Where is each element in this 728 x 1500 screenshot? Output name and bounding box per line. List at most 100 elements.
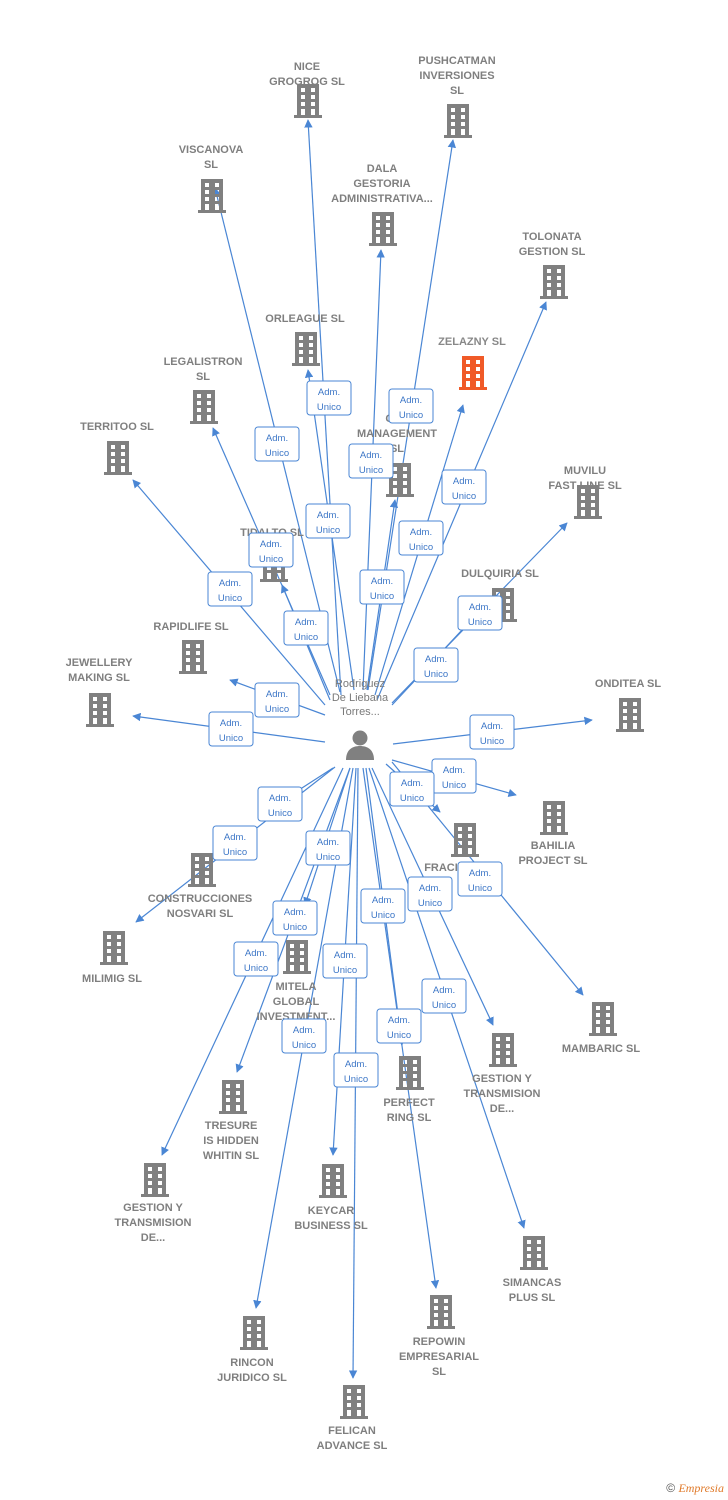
role-badge[interactable]: Adm.Unico (254, 426, 300, 462)
center-person-node[interactable]: Rodriguez De Liebana Torres... (332, 678, 389, 760)
company-label-dala-gestoria: ADMINISTRATIVA... (331, 193, 433, 205)
building-icon (340, 1385, 368, 1419)
company-label-viscanova: VISCANOVA (179, 144, 244, 156)
role-badge[interactable]: Adm.Unico (333, 1052, 379, 1088)
role-badge[interactable]: Adm.Unico (322, 943, 368, 979)
role-badge[interactable]: Adm.Unico (254, 682, 300, 718)
role-badge-box (388, 388, 434, 424)
company-node-territoo[interactable]: TERRITOO SL (80, 421, 154, 475)
role-badge-text: Unico (268, 808, 292, 819)
company-node-fraci[interactable]: FRACI (424, 823, 479, 874)
role-badge[interactable]: Adm.Unico (306, 380, 352, 416)
company-node-mitela[interactable]: MITELAGLOBALINVESTMENT... (257, 940, 336, 1023)
role-badge[interactable]: Adm.Unico (348, 443, 394, 479)
company-label-pushcatman: SL (450, 85, 464, 97)
role-badge[interactable]: Adm.Unico (457, 861, 503, 897)
role-badge[interactable]: Adm.Unico (283, 610, 329, 646)
company-label-zelazny: ZELAZNY SL (438, 336, 506, 348)
company-label-simancas: PLUS SL (509, 1292, 556, 1304)
company-node-onditea[interactable]: ONDITEA SL (595, 678, 661, 732)
role-badge-text: Unico (387, 1030, 411, 1041)
building-icon (520, 1236, 548, 1270)
role-badge-box (457, 595, 503, 631)
role-badge-box (457, 861, 503, 897)
role-badge[interactable]: Adm.Unico (233, 941, 279, 977)
company-node-milimig[interactable]: MILIMIG SL (82, 931, 142, 985)
role-badge-box (257, 786, 303, 822)
role-badge[interactable]: Adm.Unico (281, 1018, 327, 1054)
role-badge[interactable]: Adm.Unico (421, 978, 467, 1014)
role-badge[interactable]: Adm.Unico (388, 388, 434, 424)
company-node-gestion-1[interactable]: GESTION YTRANSMISIONDE... (464, 1033, 541, 1115)
role-badge[interactable]: Adm.Unico (457, 595, 503, 631)
role-badge-text: Unico (265, 448, 289, 459)
role-badge[interactable]: Adm.Unico (376, 1008, 422, 1044)
role-badge-text: Adm. (245, 948, 267, 959)
role-badge-text: Adm. (269, 793, 291, 804)
role-badge-text: Unico (400, 793, 424, 804)
company-node-dulquiria[interactable]: DULQUIRIA SL (461, 568, 539, 622)
role-badge-text: Unico (333, 965, 357, 976)
role-badge-box (348, 443, 394, 479)
role-badge[interactable]: Adm.Unico (398, 520, 444, 556)
copyright-symbol: © (666, 1481, 676, 1495)
brand-name[interactable]: Empresia (678, 1481, 724, 1495)
role-badge-text: Adm. (219, 578, 241, 589)
building-icon (319, 1164, 347, 1198)
role-badge[interactable]: Adm.Unico (413, 647, 459, 683)
company-label-felican: FELICAN (328, 1425, 376, 1437)
company-label-nice-grogrog: NICE (294, 61, 320, 73)
company-node-rapidlife[interactable]: RAPIDLIFE SL (153, 621, 229, 674)
role-badge-text: Unico (316, 852, 340, 863)
role-badge-text: Unico (442, 780, 466, 791)
building-icon (451, 823, 479, 857)
company-label-dala-gestoria: GESTORIA (353, 178, 410, 190)
role-badge[interactable]: Adm.Unico (469, 714, 515, 750)
company-node-zelazny[interactable]: ZELAZNY SL (438, 336, 506, 390)
role-badge[interactable]: Adm.Unico (305, 503, 351, 539)
role-badge[interactable]: Adm.Unico (407, 876, 453, 912)
role-badge[interactable]: Adm.Unico (272, 900, 318, 936)
company-node-orleague[interactable]: ORLEAGUE SL (265, 313, 345, 366)
role-badge[interactable]: Adm.Unico (441, 469, 487, 505)
company-node-jewellery[interactable]: JEWELLERY MAKING SL (66, 657, 133, 727)
company-label-jewellery: JEWELLERY (66, 657, 133, 669)
company-node-dala-gestoria[interactable]: DALAGESTORIAADMINISTRATIVA... (331, 163, 433, 246)
role-badge[interactable]: Adm.Unico (305, 830, 351, 866)
role-badge-text: Adm. (443, 765, 465, 776)
company-label-jewellery: MAKING SL (68, 672, 130, 684)
role-badge[interactable]: Adm.Unico (359, 569, 405, 605)
role-badge[interactable]: Adm.Unico (212, 825, 258, 861)
company-label-muvilu: MUVILU (564, 465, 606, 477)
role-badge-text: Adm. (220, 718, 242, 729)
company-node-mambaric[interactable]: MAMBARIC SL (562, 1002, 640, 1055)
role-badge[interactable]: Adm. Unico (431, 758, 477, 794)
role-badge[interactable]: Adm. Unico (257, 786, 303, 822)
role-badge-box (233, 941, 279, 977)
role-badge[interactable]: Adm.Unico (208, 711, 254, 747)
company-node-gestion-2[interactable]: GESTION YTRANSMISIONDE... (115, 1163, 192, 1244)
role-badge[interactable]: Adm.Unico (207, 571, 253, 607)
role-badge-text: Adm. (266, 689, 288, 700)
role-badge[interactable]: Adm.Unico (360, 888, 406, 924)
role-badge[interactable]: Adm.Unico (389, 771, 435, 807)
role-badge[interactable]: Adm.Unico (248, 532, 294, 568)
company-label-rincon: RINCON (230, 1357, 273, 1369)
company-label-tolonata: GESTION SL (519, 246, 586, 258)
